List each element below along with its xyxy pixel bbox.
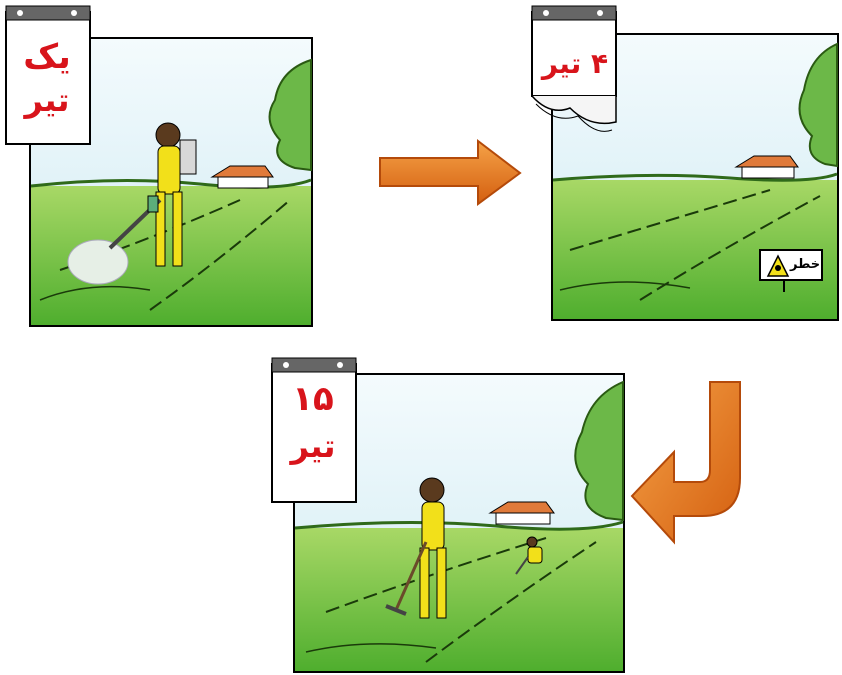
calendar-day-label: یک bbox=[14, 40, 80, 74]
calendar-day-label: ۱۵ bbox=[280, 382, 346, 416]
scene-panel-day-1: یک تیر bbox=[0, 0, 320, 330]
scene-panel-day-15: ۱۵ تیر bbox=[266, 352, 628, 675]
scene-panel-day-4: ۴ تیر خطر bbox=[520, 0, 842, 330]
warning-sign-label: خطر bbox=[790, 257, 820, 272]
arrow-right-icon bbox=[378, 138, 523, 208]
calendar-month-label: تیر bbox=[14, 84, 80, 116]
curved-arrow-left-icon bbox=[630, 378, 750, 548]
pesticide-spray-cloud bbox=[68, 240, 128, 284]
calendar-day-label: ۴ تیر bbox=[538, 50, 612, 78]
calendar-month-label: تیر bbox=[280, 430, 346, 462]
